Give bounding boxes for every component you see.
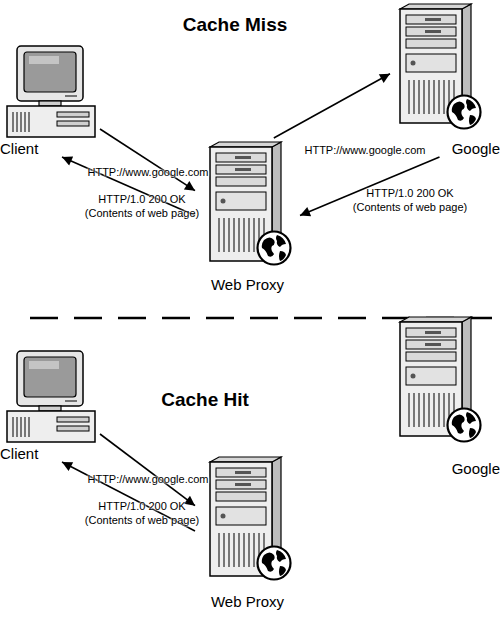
http-arrow <box>274 74 390 138</box>
device-node: Client <box>0 350 100 462</box>
message-label: HTTP://www.google.com <box>83 165 213 179</box>
device-node: Web Proxy <box>195 138 300 293</box>
device-label: Google <box>390 460 500 477</box>
client-computer <box>7 351 95 442</box>
device-label: Client <box>0 140 100 157</box>
http-arrow <box>100 129 195 191</box>
globe-icon <box>258 547 291 580</box>
section-heading: Cache Miss <box>183 14 288 36</box>
message-label: HTTP/1.0 200 OK (Contents of web page) <box>77 499 207 527</box>
globe-icon <box>448 96 481 129</box>
client-computer <box>7 46 95 137</box>
device-node: Web Proxy <box>195 452 300 610</box>
device-label: Client <box>0 445 100 462</box>
message-label: HTTP/1.0 200 OK (Contents of web page) <box>77 192 207 220</box>
device-node: Google <box>390 312 500 477</box>
globe-icon <box>258 232 291 265</box>
section-heading: Cache Hit <box>161 389 249 411</box>
device-label: Web Proxy <box>195 276 300 293</box>
message-label: HTTP://www.google.com <box>83 472 213 486</box>
http-arrow <box>100 434 195 506</box>
device-label: Web Proxy <box>195 593 300 610</box>
message-label: HTTP/1.0 200 OK (Contents of web page) <box>345 186 475 214</box>
globe-icon <box>448 409 481 442</box>
http-arrow <box>62 157 195 216</box>
message-label: HTTP://www.google.com <box>300 143 430 157</box>
device-node: Client <box>0 45 100 157</box>
device-node: Google <box>390 0 500 157</box>
